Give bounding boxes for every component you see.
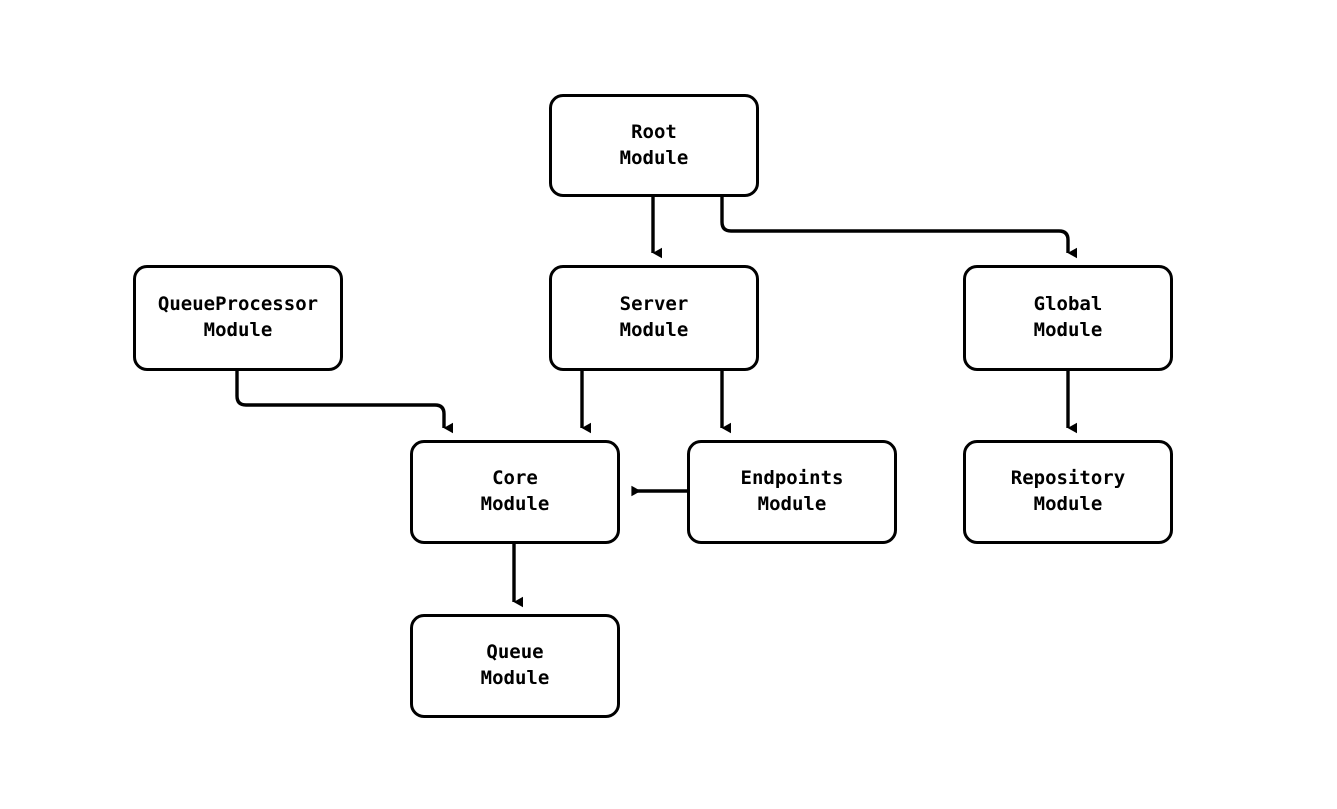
edge-root-to-global <box>720 197 1077 259</box>
node-repository-module[interactable]: Repository Module <box>963 440 1173 544</box>
node-global-module[interactable]: Global Module <box>963 265 1173 371</box>
node-repository-module-label: Repository Module <box>1010 467 1126 515</box>
node-queue-module-label: Queue Module <box>480 641 550 689</box>
node-queueprocessor-module[interactable]: QueueProcessor Module <box>133 265 343 371</box>
node-core-module-label: Core Module <box>480 467 550 515</box>
node-server-module-label: Server Module <box>619 293 689 341</box>
edge-queueprocessor-to-core <box>235 371 453 434</box>
node-server-module[interactable]: Server Module <box>549 265 759 371</box>
node-root-module[interactable]: Root Module <box>549 94 759 197</box>
node-root-module-label: Root Module <box>619 120 689 169</box>
node-queue-module[interactable]: Queue Module <box>410 614 620 718</box>
node-endpoints-module-label: Endpoints Module <box>740 467 844 515</box>
node-queueprocessor-module-label: QueueProcessor Module <box>157 293 319 341</box>
node-endpoints-module[interactable]: Endpoints Module <box>687 440 897 544</box>
node-core-module[interactable]: Core Module <box>410 440 620 544</box>
node-global-module-label: Global Module <box>1033 293 1103 341</box>
